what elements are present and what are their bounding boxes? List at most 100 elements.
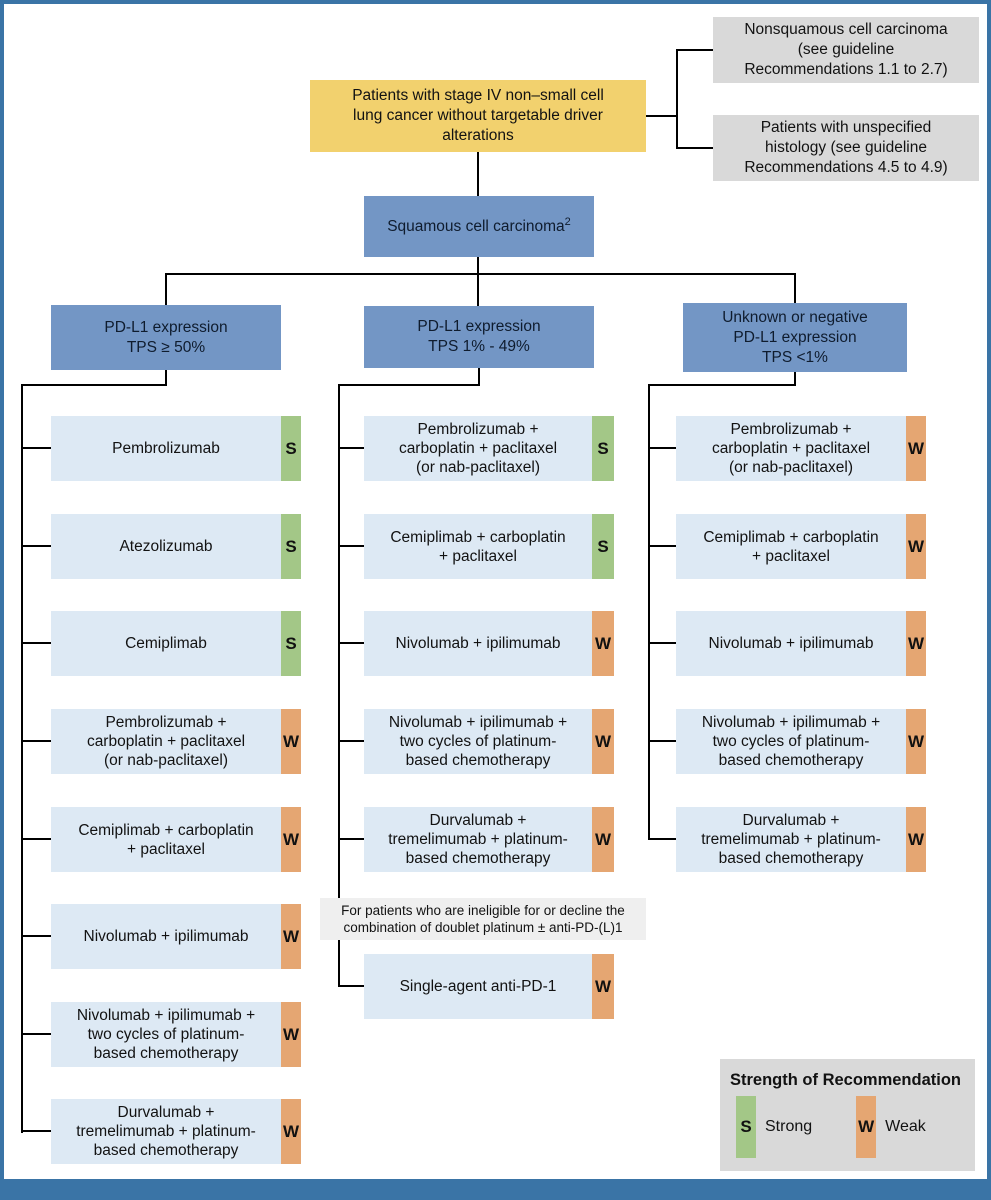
treatment-label: Pembrolizumab + carboplatin + paclitaxel…	[51, 709, 281, 774]
connector-line	[676, 49, 678, 149]
connector-line	[676, 147, 714, 149]
legend-items: S Strong W Weak	[736, 1096, 975, 1158]
legend-item-weak: W Weak	[856, 1096, 926, 1158]
strength-tag: W	[281, 1002, 301, 1067]
column-header-tps-1-49: PD-L1 expression TPS 1% - 49%	[364, 306, 594, 368]
treatment-node: Single-agent anti-PD-1 W	[364, 954, 614, 1019]
note-ineligible-platinum: For patients who are ineligible for or d…	[320, 898, 646, 940]
treatment-node: Pembrolizumab + carboplatin + paclitaxel…	[364, 416, 614, 481]
strength-tag: W	[906, 709, 926, 774]
treatment-label: Pembrolizumab + carboplatin + paclitaxel…	[364, 416, 592, 481]
treatment-node: Durvalumab + tremelimumab + platinum- ba…	[51, 1099, 301, 1164]
connector-line	[676, 49, 714, 51]
strength-tag: W	[281, 807, 301, 872]
treatment-node: Pembrolizumab + carboplatin + paclitaxel…	[676, 416, 926, 481]
treatment-label: Cemiplimab + carboplatin + paclitaxel	[676, 514, 906, 579]
connector-line	[21, 384, 167, 386]
legend-label: Strong	[765, 1118, 813, 1135]
treatment-label: Nivolumab + ipilimumab	[51, 904, 281, 969]
connector-line	[794, 273, 796, 303]
branch-node-nonsquamous: Nonsquamous cell carcinoma (see guidelin…	[713, 17, 979, 83]
legend-label: Weak	[885, 1118, 926, 1135]
strength-tag: W	[592, 954, 614, 1019]
strength-tag: S	[592, 416, 614, 481]
legend-title: Strength of Recommendation	[730, 1071, 962, 1089]
branch-node-unspecified-histology: Patients with unspecified histology (see…	[713, 115, 979, 181]
connector-line	[165, 273, 796, 275]
treatment-node: Pembrolizumab + carboplatin + paclitaxel…	[51, 709, 301, 774]
connector-line	[165, 273, 167, 305]
root-node: Patients with stage IV non–small cell lu…	[310, 80, 646, 152]
connector-line	[338, 642, 366, 644]
column-header-tps-lt1: Unknown or negative PD-L1 expression TPS…	[683, 303, 907, 372]
column-header-tps-ge50: PD-L1 expression TPS ≥ 50%	[51, 305, 281, 370]
treatment-label: Nivolumab + ipilimumab	[676, 611, 906, 676]
treatment-label: Single-agent anti-PD-1	[364, 954, 592, 1019]
connector-line	[338, 384, 340, 987]
connector-line	[648, 384, 796, 386]
connector-line	[338, 838, 366, 840]
strength-tag: S	[281, 416, 301, 481]
treatment-node: Cemiplimab + carboplatin + paclitaxel W	[51, 807, 301, 872]
connector-line	[338, 740, 366, 742]
connector-line	[338, 985, 366, 987]
strength-tag: W	[906, 807, 926, 872]
connector-line	[648, 740, 678, 742]
connector-line	[648, 642, 678, 644]
connector-line	[338, 545, 366, 547]
strength-tag: W	[281, 904, 301, 969]
bottom-bar	[4, 1179, 987, 1196]
treatment-label: Nivolumab + ipilimumab	[364, 611, 592, 676]
treatment-node: Durvalumab + tremelimumab + platinum- ba…	[364, 807, 614, 872]
strength-tag: W	[906, 611, 926, 676]
treatment-label: Nivolumab + ipilimumab + two cycles of p…	[676, 709, 906, 774]
connector-line	[21, 642, 53, 644]
treatment-node: Cemiplimab S	[51, 611, 301, 676]
connector-line	[21, 935, 53, 937]
connector-line	[338, 384, 480, 386]
treatment-node: Nivolumab + ipilimumab + two cycles of p…	[676, 709, 926, 774]
connector-line	[477, 257, 479, 306]
connector-line	[165, 370, 167, 386]
strength-tag: W	[592, 709, 614, 774]
connector-line	[21, 1130, 53, 1132]
histology-label: Squamous cell carcinoma2	[387, 215, 571, 235]
connector-line	[477, 152, 479, 196]
treatment-label: Nivolumab + ipilimumab + two cycles of p…	[364, 709, 592, 774]
connector-line	[21, 740, 53, 742]
treatment-node: Cemiplimab + carboplatin + paclitaxel W	[676, 514, 926, 579]
connector-line	[21, 545, 53, 547]
treatment-label: Durvalumab + tremelimumab + platinum- ba…	[51, 1099, 281, 1164]
treatment-label: Durvalumab + tremelimumab + platinum- ba…	[676, 807, 906, 872]
connector-line	[478, 368, 480, 386]
legend-item-strong: S Strong	[736, 1096, 812, 1158]
connector-line	[794, 372, 796, 386]
strength-tag: W	[592, 807, 614, 872]
connector-line	[648, 447, 678, 449]
connector-line	[648, 838, 678, 840]
connector-line	[21, 838, 53, 840]
strength-tag: S	[281, 611, 301, 676]
strength-tag: S	[592, 514, 614, 579]
treatment-node: Nivolumab + ipilimumab W	[51, 904, 301, 969]
connector-line	[648, 545, 678, 547]
treatment-label: Durvalumab + tremelimumab + platinum- ba…	[364, 807, 592, 872]
treatment-node: Nivolumab + ipilimumab + two cycles of p…	[51, 1002, 301, 1067]
connector-line	[21, 1033, 53, 1035]
strength-tag: W	[906, 416, 926, 481]
treatment-label: Cemiplimab + carboplatin + paclitaxel	[51, 807, 281, 872]
treatment-node: Atezolizumab S	[51, 514, 301, 579]
legend: Strength of Recommendation S Strong W We…	[720, 1059, 975, 1171]
treatment-label: Cemiplimab	[51, 611, 281, 676]
treatment-label: Pembrolizumab + carboplatin + paclitaxel…	[676, 416, 906, 481]
treatment-node: Nivolumab + ipilimumab + two cycles of p…	[364, 709, 614, 774]
strong-swatch: S	[736, 1096, 756, 1158]
connector-line	[648, 384, 650, 840]
histology-node-squamous: Squamous cell carcinoma2	[364, 196, 594, 257]
strength-tag: S	[281, 514, 301, 579]
treatment-label: Atezolizumab	[51, 514, 281, 579]
weak-swatch: W	[856, 1096, 877, 1158]
strength-tag: W	[906, 514, 926, 579]
connector-line	[646, 115, 678, 117]
